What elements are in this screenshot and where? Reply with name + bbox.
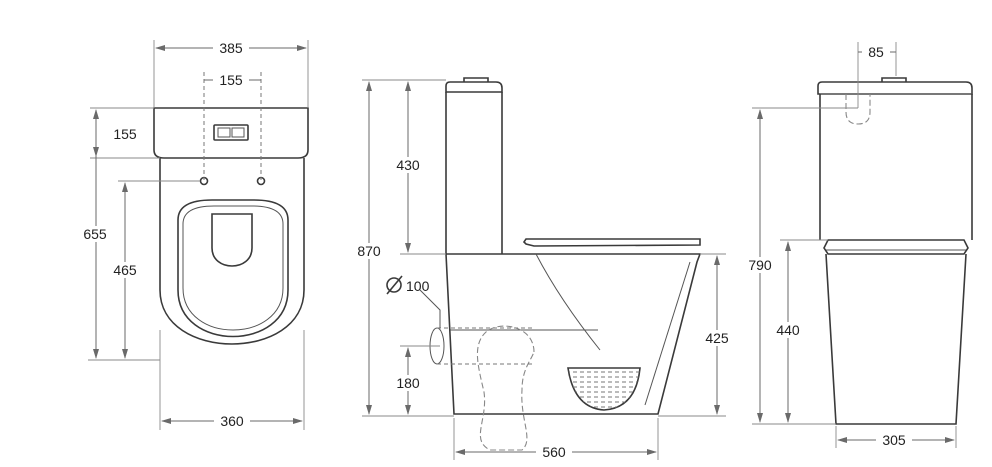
bowl-trap (567, 367, 641, 411)
end-tank-body (819, 94, 973, 240)
dim-180: 180 (391, 345, 440, 415)
tank-lid (445, 81, 503, 93)
dim-465-label: 465 (113, 262, 137, 278)
dim-85-label: 85 (868, 44, 884, 60)
dim-385: 385 (153, 40, 309, 108)
dim-360: 360 (159, 330, 305, 430)
inlet-hidden (845, 94, 871, 125)
dim-425: 425 (658, 253, 734, 417)
end-pan-body (825, 253, 967, 425)
dim-560: 560 (453, 418, 659, 460)
tank-body (445, 92, 503, 254)
water-hatch (568, 371, 640, 408)
dim-560-label: 560 (542, 444, 566, 460)
dim-790-label: 790 (748, 257, 772, 273)
seat-inner (182, 205, 284, 331)
diameter-icon (386, 277, 402, 293)
pan-rim (535, 253, 601, 351)
dim-655-label: 655 (83, 226, 107, 242)
tank-outline (153, 107, 309, 159)
dim-870-label: 870 (357, 243, 381, 259)
end-seat (823, 239, 969, 255)
flush-button (213, 124, 249, 141)
dim-85: 85 (857, 42, 897, 108)
seat-outer (177, 199, 289, 338)
dim-diameter-label: 100 (406, 278, 430, 294)
dim-305: 305 (835, 426, 957, 448)
end-view: 85 790 440 305 (743, 42, 973, 448)
dim-diameter-100: 100 (386, 275, 430, 295)
dim-155-spacing: 155 (203, 72, 262, 180)
end-tank-button (881, 77, 907, 82)
dim-385-label: 385 (219, 40, 243, 56)
tank-button (463, 77, 489, 82)
dim-305-label: 305 (882, 432, 906, 448)
dim-360-label: 360 (220, 413, 244, 429)
seat (522, 238, 701, 247)
dim-870: 870 (352, 79, 454, 417)
dim-425-label: 425 (705, 330, 729, 346)
dim-155-tank: 155 (90, 107, 160, 159)
top-view: 385 155 155 655 (78, 40, 309, 430)
dim-440-label: 440 (776, 322, 800, 338)
dim-465: 465 (108, 180, 200, 359)
dim-430: 430 (391, 79, 446, 255)
dim-655: 655 (78, 110, 160, 361)
dim-180-label: 180 (396, 375, 420, 391)
side-view: 430 870 100 180 (352, 77, 734, 460)
bowl-opening (211, 213, 253, 267)
outlet-pipe-hidden (476, 325, 535, 451)
end-tank-lid (817, 81, 973, 95)
dim-155-tank-label: 155 (113, 126, 137, 142)
dim-440: 440 (771, 239, 828, 423)
dim-790: 790 (743, 107, 858, 425)
pan-outline (159, 158, 305, 345)
pan-body (445, 253, 702, 415)
dim-155-spacing-label: 155 (219, 72, 243, 88)
dim-430-label: 430 (396, 157, 420, 173)
